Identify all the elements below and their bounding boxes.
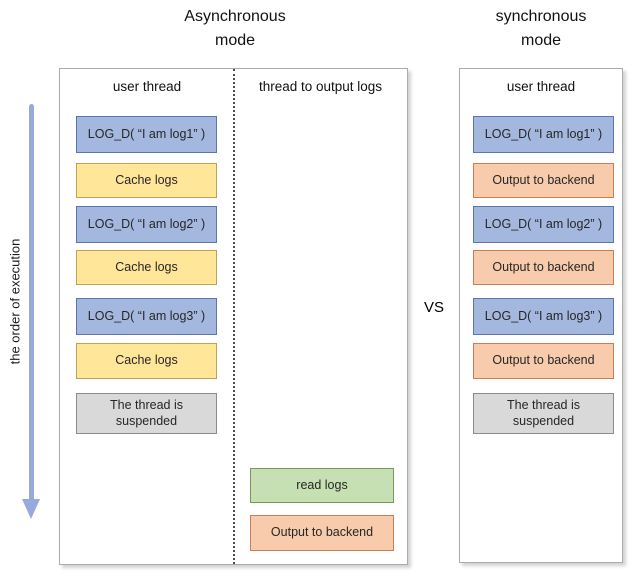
sync-output-backend-box-2: Output to backend [473, 250, 614, 285]
async-mode-panel: user thread thread to output logs LOG_D(… [59, 68, 408, 565]
output-backend-box-async: Output to backend [250, 515, 394, 551]
sync-user-thread-header: user thread [506, 79, 576, 94]
log-call-box-2: LOG_D( “I am log2” ) [76, 206, 217, 243]
read-logs-box: read logs [250, 468, 394, 503]
vs-label: VS [423, 299, 444, 316]
sync-output-backend-box-1: Output to backend [473, 163, 614, 198]
sync-mode-panel: user thread LOG_D( “I am log1” ) Output … [459, 68, 623, 563]
async-mode-title-line2: mode [214, 32, 256, 49]
thread-suspended-box-sync: The thread is suspended [473, 393, 614, 434]
cache-logs-box-1: Cache logs [76, 163, 217, 198]
async-output-thread-header: thread to output logs [258, 79, 383, 94]
cache-logs-box-2: Cache logs [76, 250, 217, 285]
sync-log-call-box-3: LOG_D( “I am log3” ) [473, 298, 614, 335]
execution-order-label: the order of execution [7, 238, 23, 365]
thread-suspended-box-async: The thread is suspended [76, 393, 217, 434]
sync-output-backend-box-3: Output to backend [473, 343, 614, 379]
async-mode-title: Asynchronous mode [115, 5, 355, 53]
async-mode-title-line1: Asynchronous [184, 8, 286, 25]
thread-divider-dotted-line [233, 69, 235, 564]
log-call-box-1: LOG_D( “I am log1” ) [76, 116, 217, 153]
sync-mode-title-line2: mode [520, 32, 562, 49]
sync-mode-title-line1: synchronous [495, 8, 587, 25]
sync-log-call-box-1: LOG_D( “I am log1” ) [473, 116, 614, 153]
sync-mode-title: synchronous mode [441, 5, 635, 53]
execution-order-arrow-head-icon [22, 499, 40, 519]
execution-order-arrow-stem [29, 104, 34, 500]
sync-log-call-box-2: LOG_D( “I am log2” ) [473, 206, 614, 243]
log-call-box-3: LOG_D( “I am log3” ) [76, 298, 217, 335]
cache-logs-box-3: Cache logs [76, 343, 217, 379]
async-user-thread-header: user thread [112, 79, 182, 94]
